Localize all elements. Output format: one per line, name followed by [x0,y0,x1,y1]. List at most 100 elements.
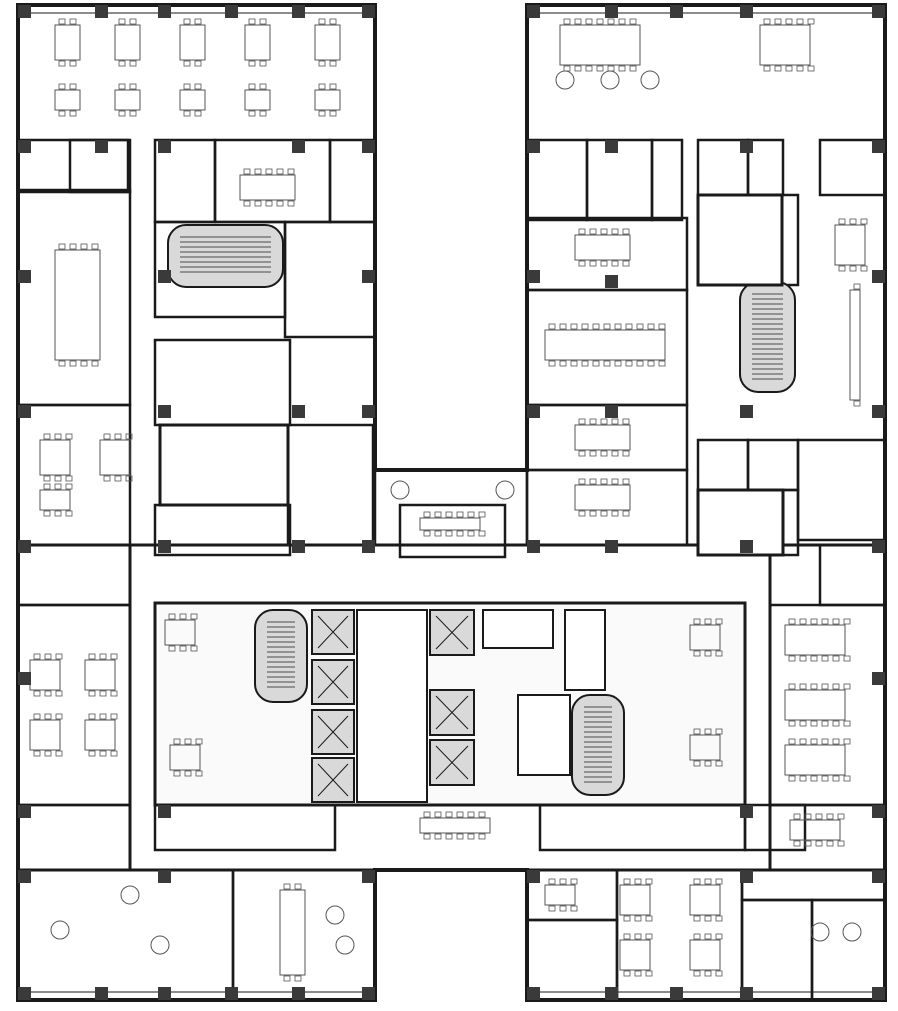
table [574,484,631,511]
chair [600,418,608,425]
table [419,517,481,531]
chair [110,653,118,660]
chair [793,840,801,847]
chair [623,933,631,940]
chair [843,683,851,690]
chair [43,475,51,482]
chair [69,60,77,67]
room [743,803,807,852]
round-seat [640,70,660,90]
chair [259,60,267,67]
column [872,870,885,883]
column [18,987,31,1000]
chair [788,618,796,625]
chair [793,813,801,820]
chair [704,970,712,977]
chair [600,450,608,457]
chair [574,65,582,72]
chair [570,360,578,367]
table [164,619,196,646]
chair [65,475,73,482]
chair [243,168,251,175]
table [244,24,271,61]
chair [445,530,453,537]
table [849,289,861,401]
chair [99,690,107,697]
building-core [153,193,796,807]
chair [434,833,442,840]
column [740,5,753,18]
column [872,5,885,18]
column [527,270,540,283]
chair [423,530,431,537]
room [16,188,132,407]
chair [837,813,845,820]
table [689,624,721,651]
chair [774,65,782,72]
chair [622,260,630,267]
chair [58,60,66,67]
chair [173,738,181,745]
chair [625,360,633,367]
chair [832,683,840,690]
chair [810,738,818,745]
chair [589,418,597,425]
chair [190,613,198,620]
chair [799,775,807,782]
table [29,719,61,751]
chair [585,65,593,72]
chair [183,110,191,117]
furniture-layer [29,18,868,982]
chair [821,775,829,782]
chair [589,510,597,517]
chair [832,775,840,782]
chair [636,360,644,367]
chair [799,738,807,745]
chair [54,433,62,440]
column [740,805,753,818]
column [18,672,31,685]
table [114,89,141,111]
chair [44,653,52,660]
chair [826,813,834,820]
room [525,288,689,407]
column [18,270,31,283]
chair [578,228,586,235]
chair [578,450,586,457]
column [740,987,753,1000]
shaft [696,193,784,287]
chair [65,510,73,517]
stair [571,694,625,796]
column [872,805,885,818]
chair [763,65,771,72]
chair [118,110,126,117]
chair [445,511,453,518]
table [29,659,61,691]
chair [843,775,851,782]
table [314,24,341,61]
chair [629,18,637,25]
chair [596,18,604,25]
chair [625,323,633,330]
chair [173,770,181,777]
chair [184,770,192,777]
chair [80,243,88,250]
chair [294,975,302,982]
chair [810,775,818,782]
table [179,89,206,111]
table [54,249,101,361]
chair [318,110,326,117]
chair [559,360,567,367]
chair [69,110,77,117]
chair [574,18,582,25]
room [16,868,235,1002]
column [872,672,885,685]
column [362,270,375,283]
column [362,540,375,553]
chair [88,750,96,757]
chair [837,840,845,847]
chair [254,168,262,175]
chair [704,915,712,922]
chair [693,650,701,657]
chair [581,360,589,367]
